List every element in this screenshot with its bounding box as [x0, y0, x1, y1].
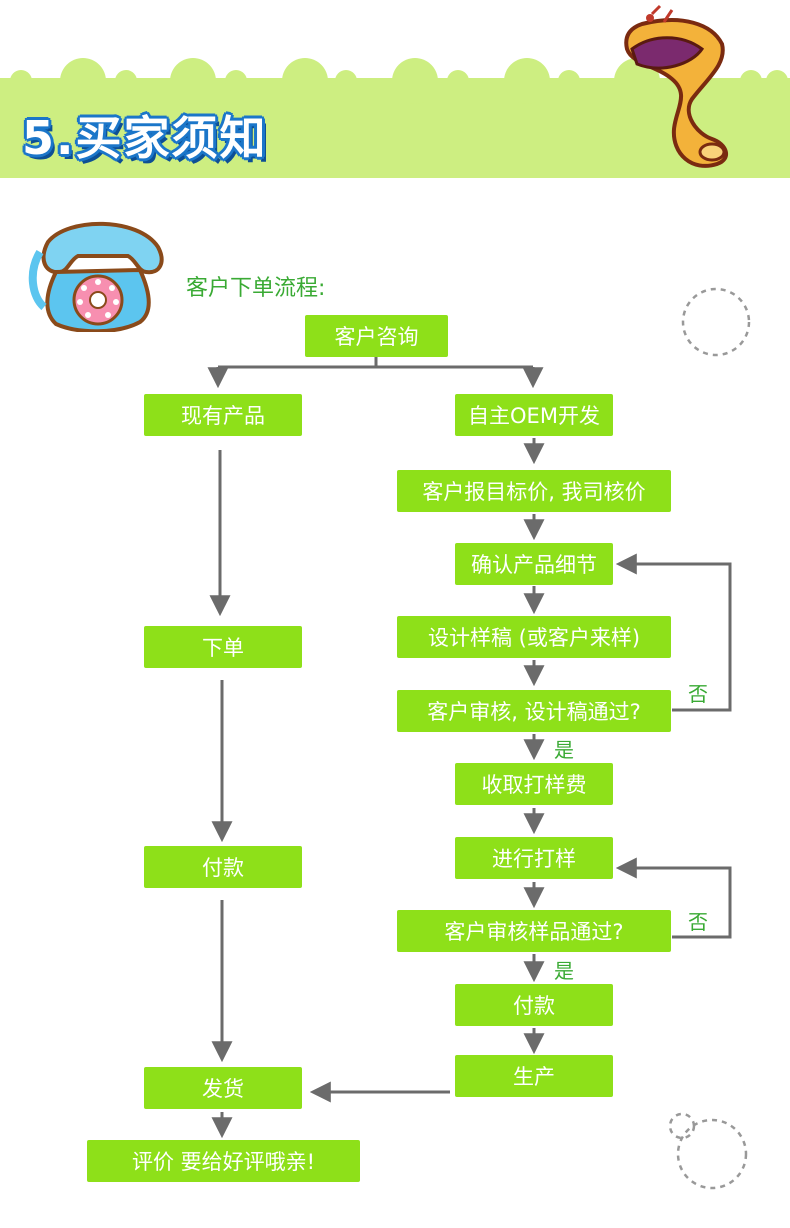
step-review: 评价 要给好评哦亲! — [87, 1140, 360, 1182]
step-design: 设计样稿 (或客户来样) — [397, 616, 671, 658]
step-sample-fee: 收取打样费 — [455, 763, 613, 805]
header-bubble — [225, 70, 247, 92]
header-bubble — [282, 58, 328, 104]
page-title: 5.买家须知 — [22, 102, 267, 168]
process-label: 客户下单流程: — [186, 276, 326, 301]
header-band — [0, 78, 790, 178]
step-quote: 客户报目标价, 我司核价 — [397, 470, 671, 512]
step-order: 下单 — [144, 626, 302, 668]
step-right-payment: 付款 — [455, 984, 613, 1026]
header-bubble — [115, 70, 137, 92]
rotary-telephone-icon — [28, 221, 164, 332]
yes-label: 是 — [554, 959, 574, 983]
header-bubble — [558, 70, 580, 92]
no-label: 否 — [688, 682, 708, 706]
title-number: 5. — [22, 111, 76, 165]
header-bubble — [392, 58, 438, 104]
dashed-circle-icon — [681, 287, 751, 357]
saxophone-horn-icon — [624, 4, 728, 168]
dashed-circle-icon — [668, 1112, 748, 1190]
header-bubble — [766, 70, 788, 92]
step-oem: 自主OEM开发 — [455, 394, 613, 436]
step-ship: 发货 — [144, 1067, 302, 1109]
step-design-review: 客户审核, 设计稿通过? — [397, 690, 671, 732]
step-consult: 客户咨询 — [305, 315, 448, 357]
no-label: 否 — [688, 910, 708, 934]
header-bubble — [10, 70, 32, 92]
step-production: 生产 — [455, 1055, 613, 1097]
header-bubble — [60, 58, 106, 104]
title-text: 买家须知 — [75, 111, 268, 165]
header-bubble — [447, 70, 469, 92]
step-sample-review: 客户审核样品通过? — [397, 910, 671, 952]
step-left-payment: 付款 — [144, 846, 302, 888]
header-bubble — [504, 58, 550, 104]
step-sampling: 进行打样 — [455, 837, 613, 879]
header-bubble — [740, 70, 762, 92]
yes-label: 是 — [554, 738, 574, 762]
header-bubble — [335, 70, 357, 92]
step-confirm-details: 确认产品细节 — [455, 543, 613, 585]
step-existing-product: 现有产品 — [144, 394, 302, 436]
header-bubble — [170, 58, 216, 104]
